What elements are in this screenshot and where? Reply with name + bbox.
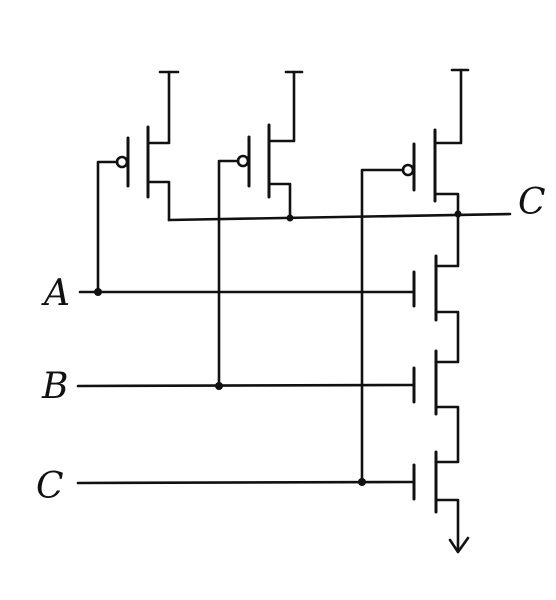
nmos-b-to-c-wire — [434, 405, 460, 464]
pmos-a-gate-wire — [96, 160, 119, 294]
nmos-a-drain-wire — [434, 212, 460, 268]
pmos-b-bubble — [236, 154, 250, 168]
input-a-label: A — [41, 273, 70, 314]
nmos-transistor-b — [412, 349, 460, 464]
nmos-transistor-a — [412, 254, 460, 364]
pmos-c-bubble — [401, 163, 415, 177]
pmos-c-source — [433, 68, 463, 145]
pmos-transistor-b — [217, 70, 304, 388]
pmos-a-source — [146, 70, 171, 145]
pmos-transistor-a — [96, 70, 180, 294]
pmos-b-gate-wire — [217, 159, 240, 388]
pmos-b-source — [267, 70, 296, 143]
junction-dot-pmos-b — [286, 214, 294, 222]
pmos-c-gate-wire — [360, 168, 405, 484]
output-label: C — [518, 182, 546, 223]
ground-arrow-icon — [448, 536, 470, 554]
input-c-wire — [76, 480, 416, 485]
pmos-c-drain — [433, 192, 460, 218]
pmos-b-drain — [267, 182, 292, 221]
input-b-wire — [76, 383, 416, 388]
junction-dot-a — [94, 288, 102, 296]
output-wire — [167, 212, 512, 222]
nmos-transistor-c — [412, 450, 470, 554]
nmos-a-to-b-wire — [434, 310, 460, 364]
pmos-transistor-c — [360, 68, 470, 484]
input-c-label: C — [36, 466, 64, 507]
nmos-c-source-wire — [434, 498, 460, 552]
junction-dot-c — [358, 478, 366, 486]
pmos-a-bubble — [115, 155, 129, 169]
junction-dot-b — [215, 382, 223, 390]
pmos-a-drain — [146, 180, 171, 222]
input-b-label: B — [41, 366, 68, 407]
